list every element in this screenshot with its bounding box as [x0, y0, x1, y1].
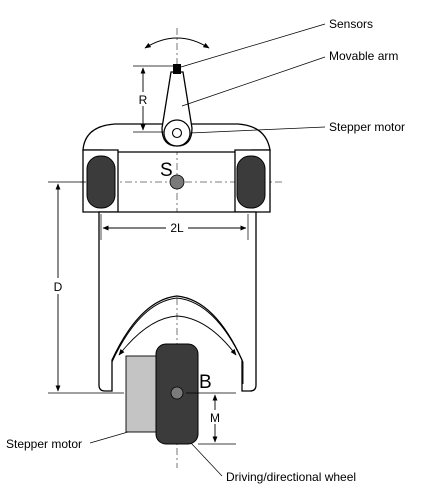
leader-driving-wheel — [190, 442, 223, 477]
label-stepper-motor-bottom: Stepper motor — [6, 437, 82, 451]
wheel-turn-arrow — [118, 315, 237, 356]
leader-stepper-top — [189, 126, 326, 134]
dim-r-label: R — [139, 93, 148, 107]
label-stepper-motor-top: Stepper motor — [329, 120, 405, 134]
leader-movable-arm — [181, 56, 326, 107]
label-movable-arm: Movable arm — [329, 49, 398, 63]
right-wheel — [236, 155, 266, 209]
label-driving-wheel: Driving/directional wheel — [226, 470, 356, 484]
point-b-label: B — [199, 372, 212, 393]
dim-2l-label: 2L — [170, 221, 184, 235]
leader-sensors — [180, 23, 326, 68]
leader-stepper-bottom — [89, 431, 129, 444]
arm-rotation-arrow — [144, 37, 210, 49]
label-sensors: Sensors — [329, 17, 373, 31]
dim-m-label: M — [210, 411, 220, 425]
sensor — [173, 64, 181, 74]
chassis-inner — [100, 213, 255, 384]
dim-d-label: D — [54, 280, 63, 294]
point-s-label: S — [160, 160, 173, 181]
left-wheel — [86, 155, 116, 209]
point-b-marker — [170, 386, 184, 400]
top-stepper-pivot — [171, 127, 183, 139]
point-s-marker — [169, 174, 185, 190]
chassis-inner-arch — [111, 297, 244, 384]
